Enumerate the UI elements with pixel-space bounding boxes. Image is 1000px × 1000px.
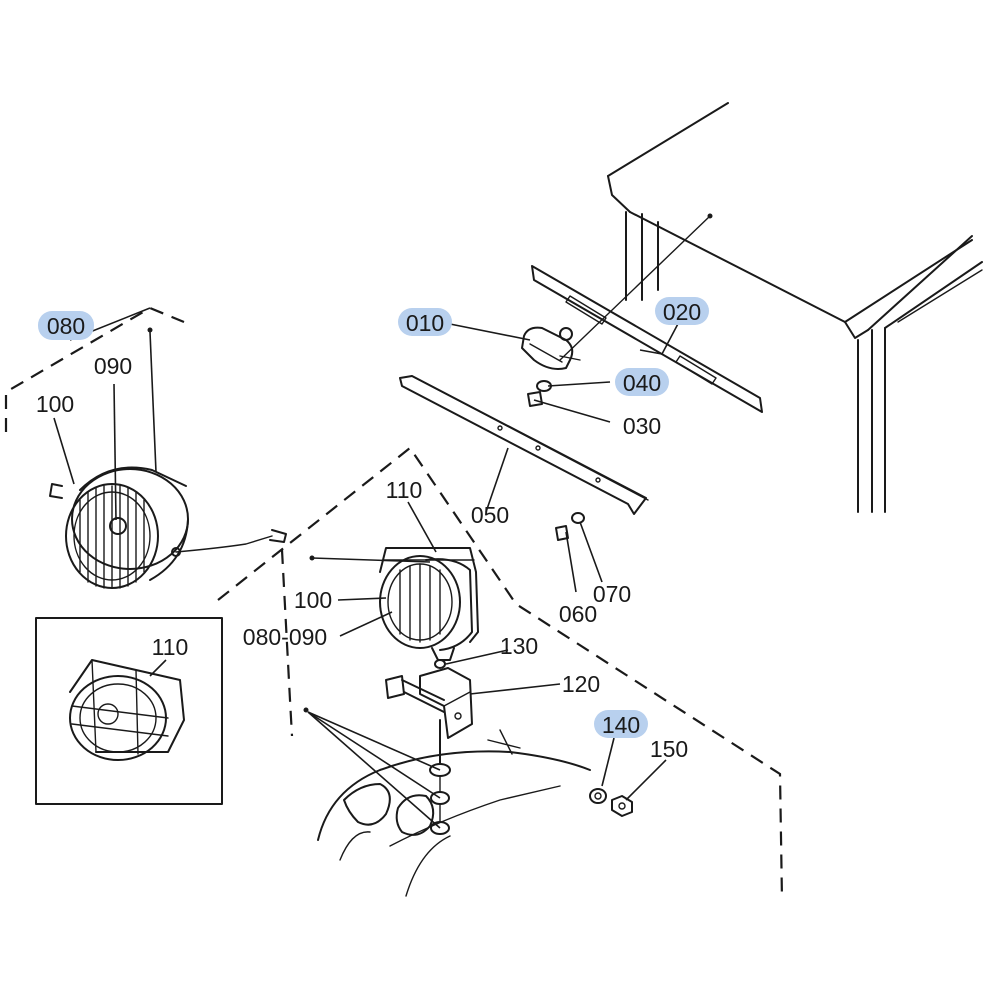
callout-130-text: 130 [500,633,538,659]
callout-070-text: 070 [593,581,631,607]
cab-roof [607,102,983,513]
work-lamp-left [49,466,287,589]
rear-lamp-010 [521,326,581,370]
callout-120-text: 120 [562,671,600,697]
work-lamp-center [379,547,479,661]
callout-030-text: 030 [623,413,661,439]
callout-090-top-text: 090 [94,353,132,379]
bolt-030 [527,391,543,407]
callout-010[interactable]: 010 [398,308,452,336]
callout-030[interactable]: 030 [623,413,661,439]
callout-020[interactable]: 020 [655,297,709,325]
callout-080-top-text: 080 [47,313,85,339]
callout-100-top-text: 100 [36,391,74,417]
washer-070 [571,512,585,524]
callout-080-090-mid[interactable]: 080-090 [243,624,327,650]
callout-040-text: 040 [623,370,661,396]
callout-050[interactable]: 050 [471,502,509,528]
leader-dot-110 [309,555,315,561]
leader-dot-fender [303,707,309,713]
fender-mount [317,719,591,897]
callout-020-text: 020 [663,299,701,325]
callout-100-mid[interactable]: 100 [294,587,332,613]
bracket-020 [531,215,763,413]
callout-080-090-mid-text: 080-090 [243,624,327,650]
callout-120[interactable]: 120 [562,671,600,697]
mount-bracket-120 [385,667,473,739]
callout-110-mid-text: 110 [386,477,423,503]
callout-010-text: 010 [406,310,444,336]
guarded-lamp-detail [69,659,185,761]
boundary-inner [280,549,294,737]
callout-080-top[interactable]: 080 [38,311,94,340]
callout-150[interactable]: 150 [650,736,688,762]
bracket-050 [399,375,649,515]
callout-060-text: 060 [559,601,597,627]
callout-060[interactable]: 060 [559,601,597,627]
callout-150-text: 150 [650,736,688,762]
leader-lines [53,307,681,829]
callout-140-text: 140 [602,712,640,738]
callout-100-mid-text: 100 [294,587,332,613]
leader-dot-080 [147,327,153,333]
callout-050-text: 050 [471,502,509,528]
callout-090-top[interactable]: 090 [94,353,132,379]
bolt-060 [555,525,569,541]
callout-130[interactable]: 130 [500,633,538,659]
washer-130 [434,659,446,669]
callout-100-top[interactable]: 100 [36,391,74,417]
callout-110-box-text: 110 [152,634,189,660]
callout-070[interactable]: 070 [593,581,631,607]
washer-140 [589,788,607,804]
callout-110-box[interactable]: 110 [152,634,189,660]
leader-dot-020 [707,213,713,219]
nut-150 [611,795,633,817]
boundary-left-group [4,306,185,432]
boundary-center-group [217,446,784,901]
detail-box [35,617,223,805]
callout-110-mid[interactable]: 110 [386,477,423,503]
callout-040[interactable]: 040 [615,368,669,396]
callout-140[interactable]: 140 [594,710,648,738]
